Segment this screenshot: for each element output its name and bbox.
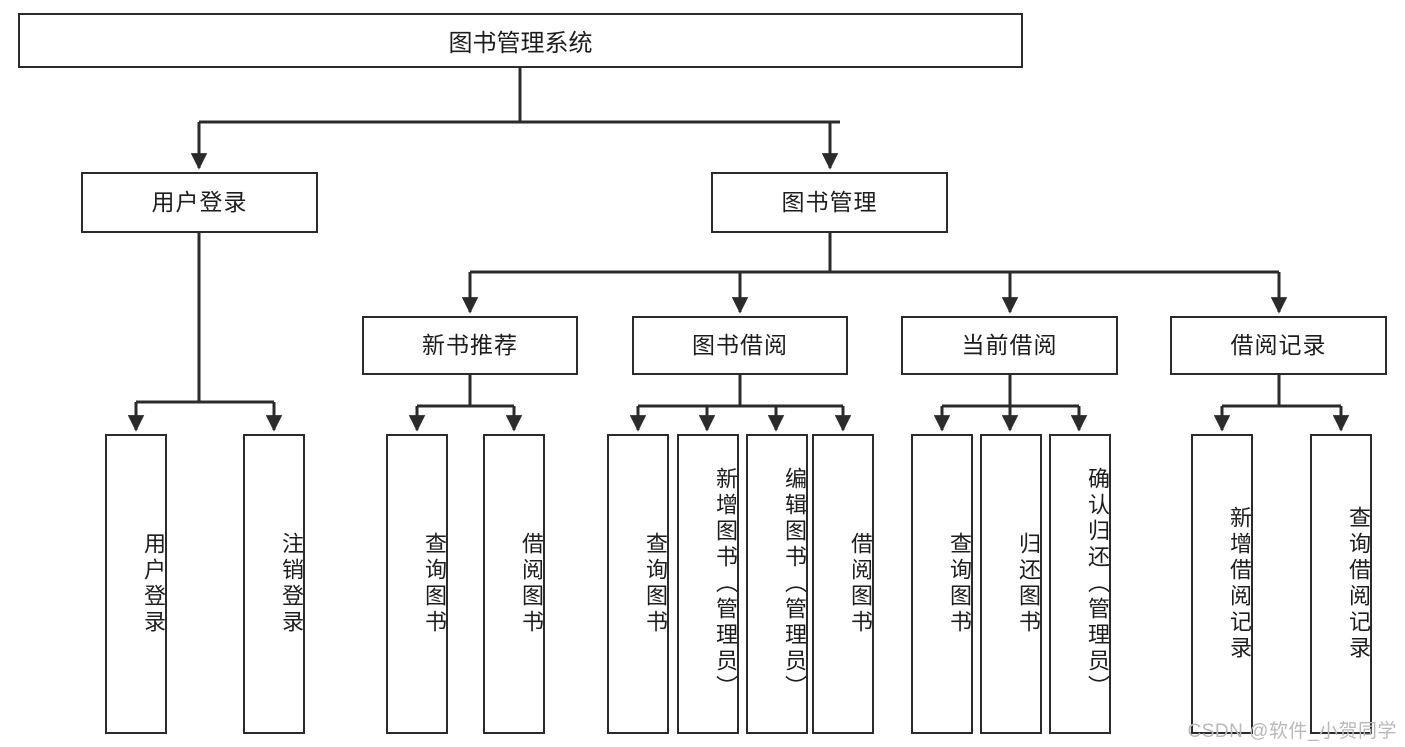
node-user-login[interactable]: 用户登录 [81,172,318,233]
node-user-login-label: 用户登录 [151,188,248,215]
leaf-current-confirm-return-admin[interactable]: 确认归还（管理员） [1049,434,1111,734]
node-root[interactable]: 图书管理系统 [18,13,1023,68]
leaf-borrow-borrow-book[interactable]: 借阅图书 [812,434,874,734]
node-new-book-recommend-label: 新书推荐 [422,331,518,358]
node-current-borrow-label: 当前借阅 [961,331,1058,358]
leaf-label: 借阅图书 [848,532,873,636]
leaf-label: 借阅图书 [519,532,544,636]
leaf-label: 用户登录 [141,532,166,636]
node-book-borrow-label: 图书借阅 [692,331,788,358]
leaf-label: 新增借阅记录 [1227,506,1252,662]
leaf-borrow-query-book[interactable]: 查询图书 [607,434,669,734]
leaf-recommend-borrow-book[interactable]: 借阅图书 [483,434,545,734]
node-book-borrow[interactable]: 图书借阅 [632,316,848,375]
leaf-user-login-signout[interactable]: 注销登录 [243,434,305,734]
leaf-label: 编辑图书（管理员） [782,467,807,701]
leaf-record-query-record[interactable]: 查询借阅记录 [1310,434,1372,734]
leaf-borrow-add-book-admin[interactable]: 新增图书（管理员） [677,434,739,734]
node-book-management-label: 图书管理 [781,188,878,215]
node-borrow-record[interactable]: 借阅记录 [1170,316,1387,375]
node-book-management[interactable]: 图书管理 [711,172,948,233]
leaf-user-login-signin[interactable]: 用户登录 [105,434,167,734]
watermark: CSDN @软件_小贺同学 [1187,721,1397,742]
leaf-label: 新增图书（管理员） [713,467,738,701]
leaf-label: 确认归还（管理员） [1085,467,1110,701]
node-new-book-recommend[interactable]: 新书推荐 [362,316,578,375]
node-root-label: 图书管理系统 [448,30,593,57]
node-borrow-record-label: 借阅记录 [1230,331,1327,358]
leaf-record-add-record[interactable]: 新增借阅记录 [1191,434,1253,734]
leaf-label: 归还图书 [1016,532,1041,636]
leaf-label: 查询图书 [947,532,972,636]
leaf-label: 查询借阅记录 [1346,506,1371,662]
leaf-recommend-query-book[interactable]: 查询图书 [386,434,448,734]
leaf-current-query-book[interactable]: 查询图书 [911,434,973,734]
node-current-borrow[interactable]: 当前借阅 [901,316,1118,375]
leaf-label: 查询图书 [422,532,447,636]
leaf-label: 查询图书 [643,532,668,636]
leaf-label: 注销登录 [279,532,304,636]
leaf-borrow-edit-book-admin[interactable]: 编辑图书（管理员） [746,434,808,734]
leaf-current-return-book[interactable]: 归还图书 [980,434,1042,734]
